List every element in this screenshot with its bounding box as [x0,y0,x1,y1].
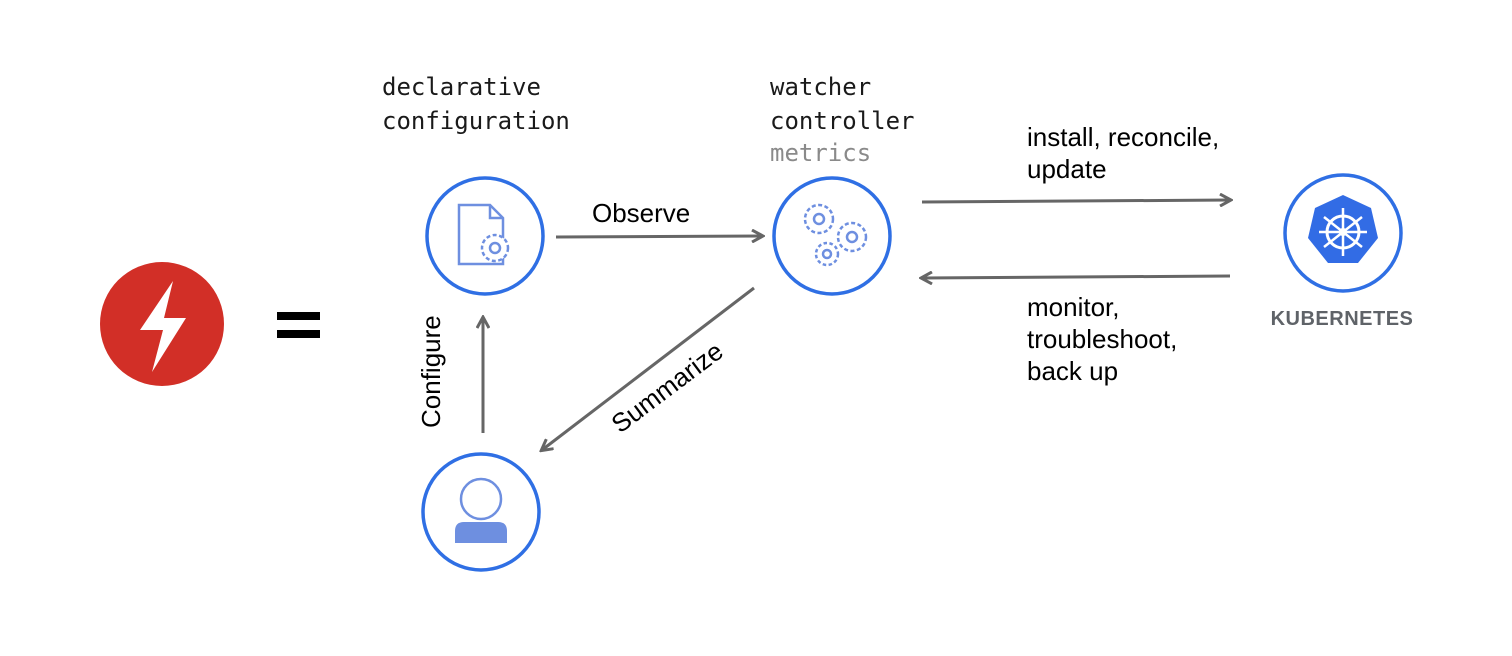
kubernetes-label: KUBERNETES [1271,308,1414,330]
controller-label-line3: metrics [770,139,871,167]
to-kubernetes-label-line1: install, reconcile, [1027,122,1219,152]
observe-arrow [555,236,762,237]
lightning-bolt-icon [100,262,224,386]
config-label-line1: declarative [382,73,541,101]
kubernetes-node[interactable] [1283,173,1403,293]
to-kubernetes-arrow [921,200,1230,202]
helm-wheel-icon [1308,195,1378,263]
from-kubernetes-arrow [922,276,1231,278]
configure-label: Configure [416,315,446,428]
controller-node[interactable] [772,176,892,296]
to-kubernetes-label-line2: update [1027,154,1107,184]
from-kubernetes-label-line2: troubleshoot, [1027,324,1177,354]
document-gear-icon [457,203,510,266]
summarize-arrow [542,286,755,450]
config-label-line2: configuration [382,107,570,135]
observe-label: Observe [592,198,690,228]
gears-icon [803,203,868,267]
user-node[interactable] [421,452,541,572]
controller-label-line1: watcher [770,73,871,101]
config-node[interactable] [425,176,545,296]
from-kubernetes-label-line1: monitor, [1027,292,1120,322]
user-icon [455,477,507,543]
controller-label-line2: controller [770,107,915,135]
equals-sign [277,312,320,338]
from-kubernetes-label-line3: back up [1027,356,1118,386]
